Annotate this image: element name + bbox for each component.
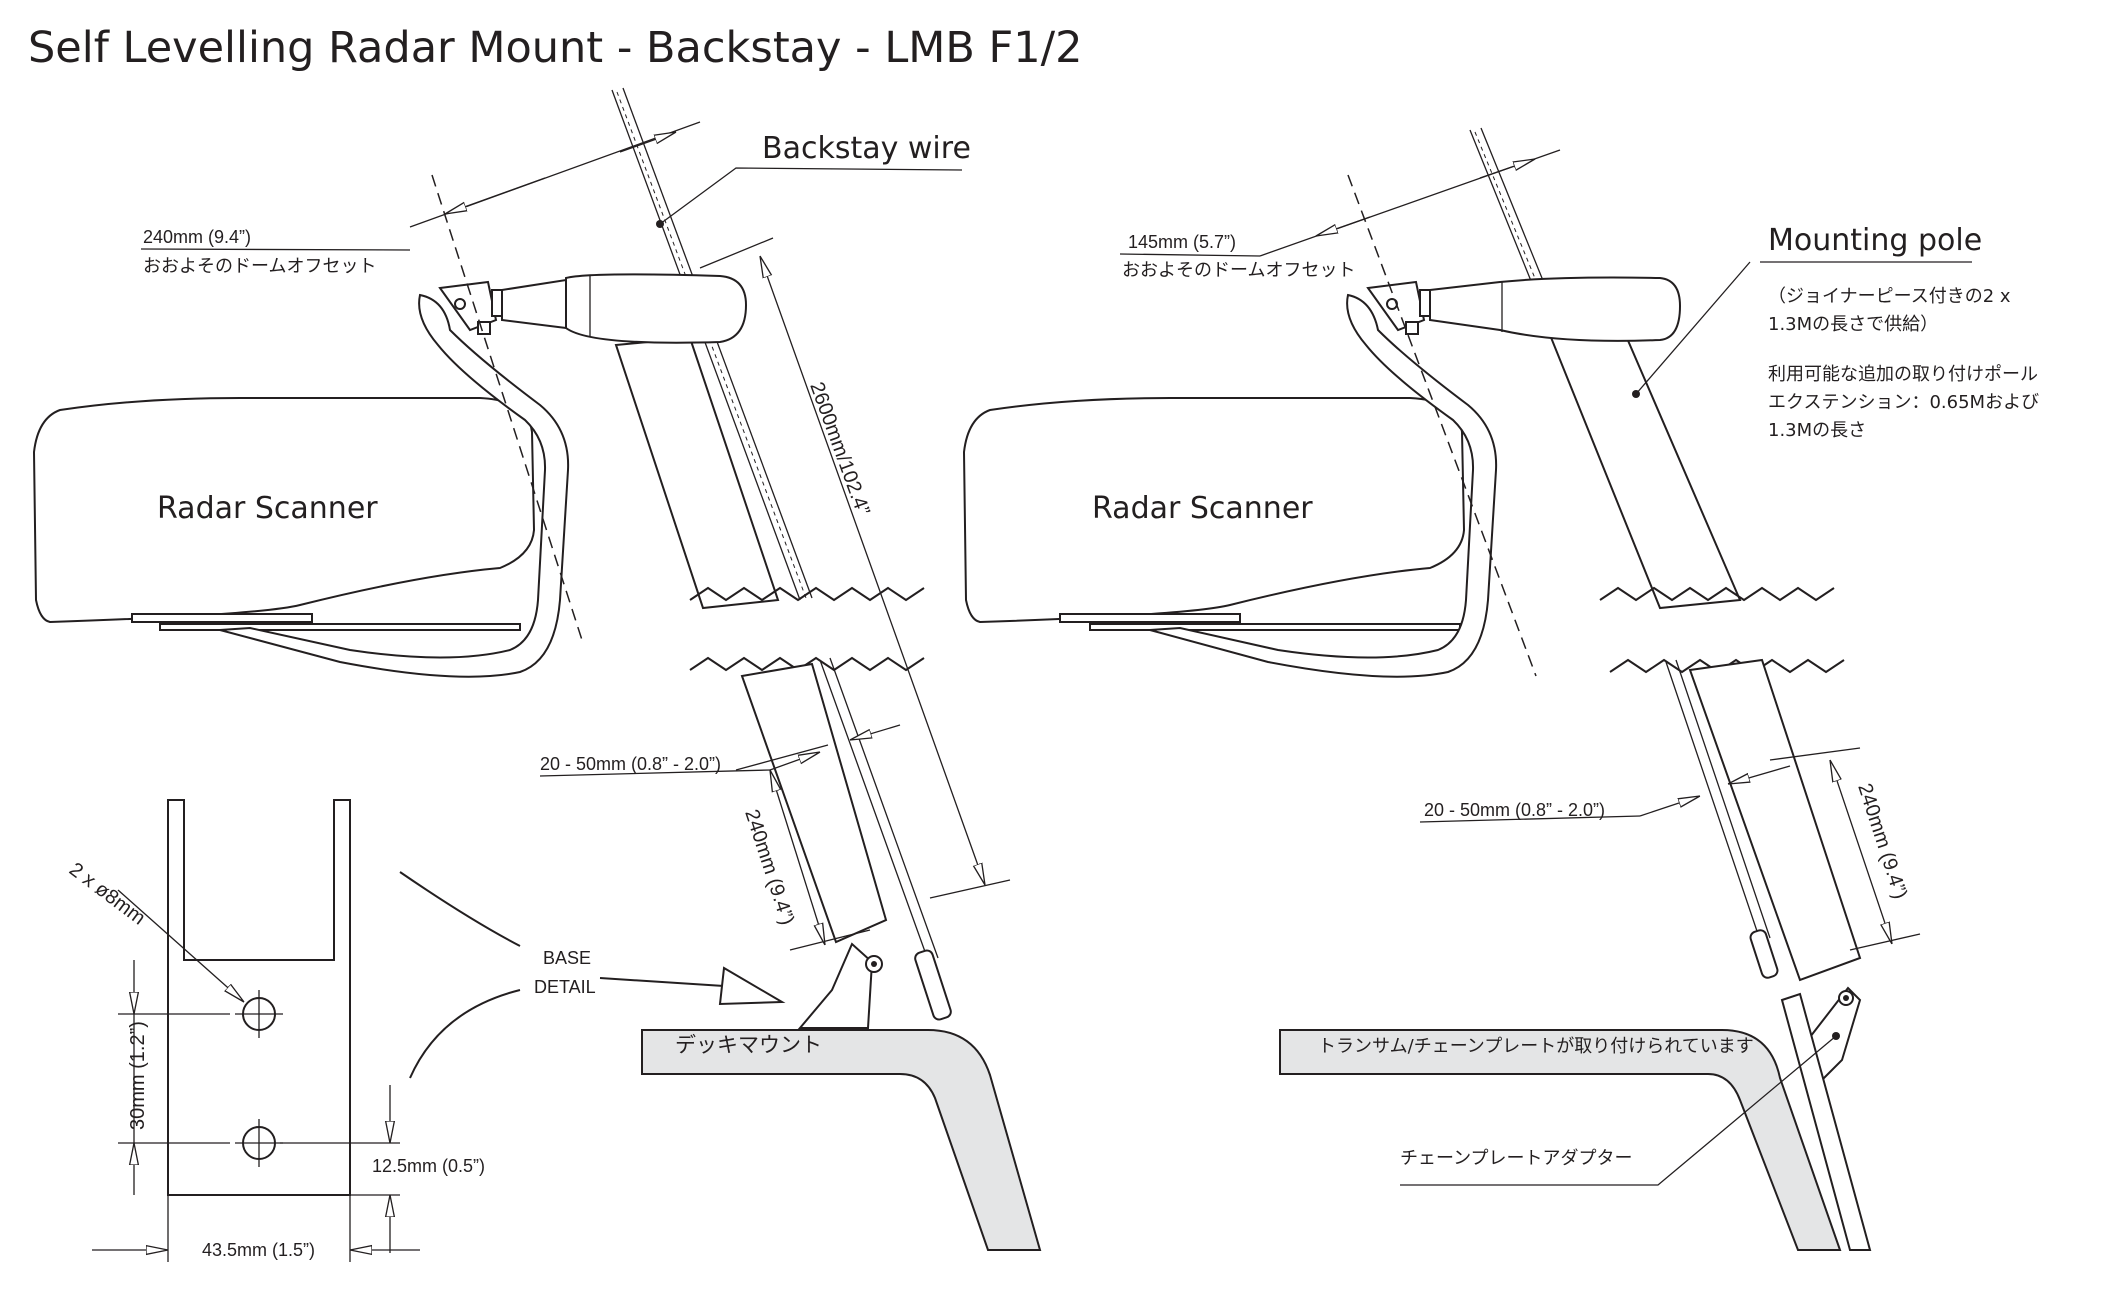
clamp-dimension-right [1769,747,1921,951]
radar-scanner-dome-right [962,397,1466,624]
backstay-label: Backstay wire [762,131,971,166]
wire-clamp [914,949,952,1021]
transom-label: トランサム/チェーンプレートが取り付けられています [1318,1036,1754,1057]
clamp-dimension [735,744,871,951]
gap-dimension-right [1419,765,1791,823]
mounting-pole-right-upper [1546,320,1742,610]
offset-dimension-right [1119,149,1561,257]
callout-curve-upper [399,871,521,947]
pole-note-2: 1.3Mの長さで供給） [1768,314,1938,335]
dome-axis-line-right [1347,174,1537,677]
left-view: デッキマウント Radar Scanner Backstay wire [32,87,1042,1251]
backstay-leader [656,167,963,228]
pole-note-1: （ジョイナーピース付きの2 x [1768,286,2011,307]
pole-note-3: 利用可能な追加の取り付けポール [1768,364,2038,385]
length-dimension [699,237,1011,899]
pole-note-4: エクステンション：0.65Mおよび [1768,392,2039,413]
callout-curve-lower [409,989,521,1079]
deck-mount-bracket [797,942,883,1029]
offset-dimension [140,121,701,251]
support-arm [219,293,570,678]
clamp-dim-label: 240mm (9.4”) [740,807,798,928]
deck-profile [641,1029,1042,1251]
break-line-right-top [1599,586,1835,602]
base-detail-label-1: BASE [543,948,591,968]
radar-base-plate-right [1059,613,1241,623]
pole-note-5: 1.3Mの長さ [1768,420,1866,441]
mounting-pole-label: Mounting pole [1768,223,1982,258]
handle-assembly [501,273,748,344]
hole-leader [117,889,244,1002]
chain-plate [1780,992,1872,1251]
mount-hole-upper [235,990,283,1038]
clamp-dim-label-right: 240mm (9.4”) [1853,781,1911,902]
offset-dim-label-right: 145mm (5.7”) [1128,232,1236,252]
radar-scanner-label: Radar Scanner [157,491,378,526]
mounting-pole-right-lower [1688,658,1862,982]
offset-dim-label: 240mm (9.4”) [143,227,251,247]
width-dim-label: 43.5mm (1.5”) [202,1240,315,1260]
mount-hole-lower [235,1119,283,1167]
offset-note-right: おおよそのドームオフセット [1122,260,1355,281]
radar-scanner-label-right: Radar Scanner [1092,491,1313,526]
backstay-wire-right-lower [1665,659,1771,941]
gap-dim-label-right: 20 - 50mm (0.8” - 2.0”) [1424,800,1605,820]
radar-scanner-dome [32,397,536,624]
gap-dim-label: 20 - 50mm (0.8” - 2.0”) [540,754,721,774]
dome-mount-head-right [1366,280,1431,335]
mounting-pole-lower [740,662,888,944]
spacing-dim-label: 30mm (1.2”) [127,1021,149,1130]
base-detail-label-2: DETAIL [534,977,596,997]
edge-dim-label: 12.5mm (0.5”) [372,1156,485,1176]
support-arm-right [1149,293,1498,678]
mount-plate-right [1089,623,1461,631]
deck-mount-label: デッキマウント [675,1033,822,1057]
holes-dim-label: 2 x ø8mm [65,858,149,929]
right-view: Mounting pole （ジョイナーピース付きの2 x 1.3Mの長さで供給… [962,127,2039,1251]
length-dim-label: 2600mm/102.4” [805,379,874,518]
page-title: Self Levelling Radar Mount - Backstay - … [28,23,1083,73]
offset-note: おおよそのドームオフセット [143,256,376,277]
dome-axis-line [431,174,583,641]
radar-base-plate [131,613,313,623]
callout-arrowhead [718,966,786,1006]
adapter-leader [1400,1032,1840,1186]
transom-profile [1279,1029,1842,1251]
pole-leader [1632,261,1751,398]
gap-dimension [539,724,901,777]
adapter-label: チェーンプレートアダプター [1400,1148,1633,1169]
mount-plate [159,623,521,631]
handle-assembly-right [1429,276,1682,342]
